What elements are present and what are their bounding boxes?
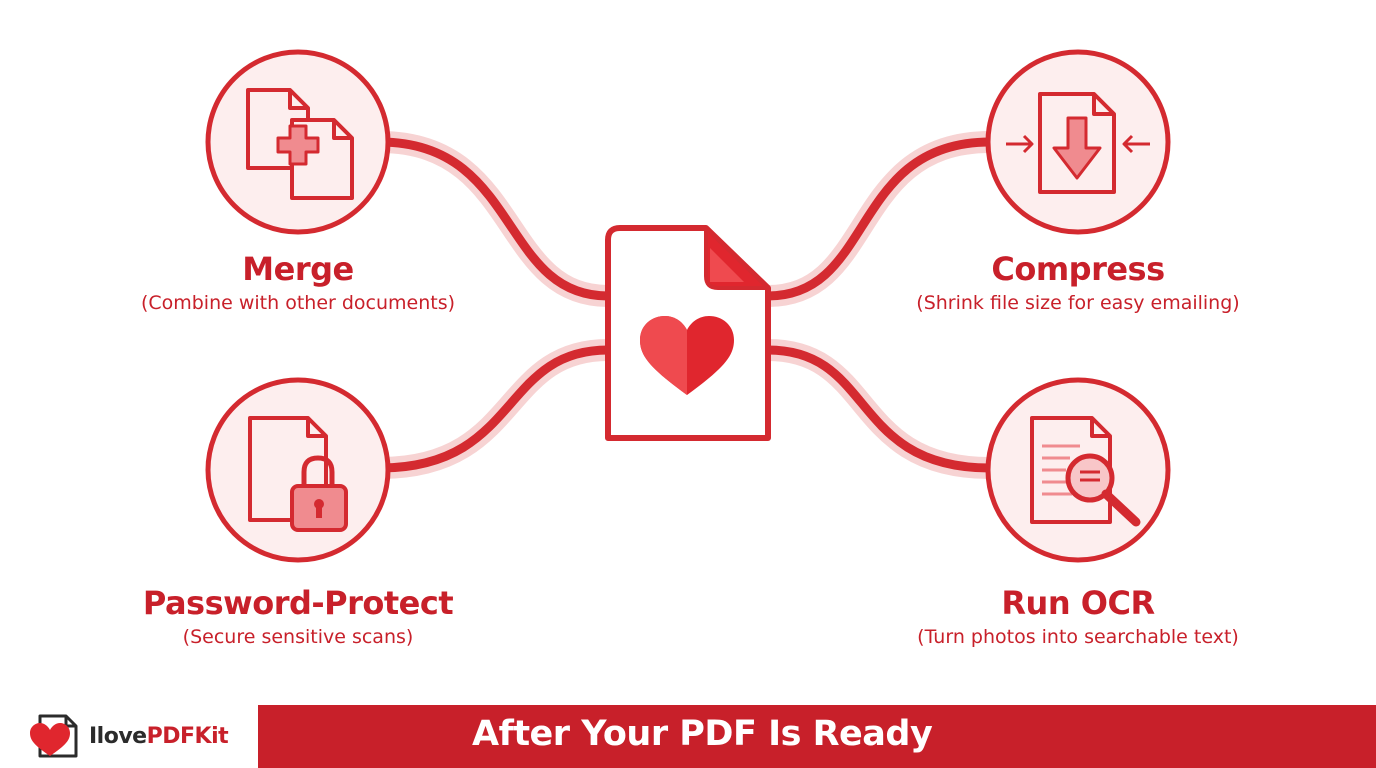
- merge-title: Merge: [242, 250, 354, 288]
- connector-lines: [375, 137, 995, 473]
- connector-merge: [375, 137, 613, 301]
- compress-file-icon: [1006, 92, 1150, 194]
- compress-title: Compress: [991, 250, 1165, 288]
- compress-node-circle: [985, 49, 1171, 235]
- ocr-title: Run OCR: [1001, 584, 1155, 622]
- merge-files-icon: [246, 88, 354, 200]
- footer-title: After Your PDF Is Ready: [472, 714, 933, 754]
- footer-banner: After Your PDF Is Ready: [258, 705, 1376, 768]
- password-subtitle: (Secure sensitive scans): [182, 626, 414, 648]
- merge-node-circle: [205, 49, 391, 235]
- ocr-node-circle: [985, 377, 1171, 563]
- brand-heart-icon: [30, 714, 78, 758]
- connector-ocr: [763, 345, 995, 473]
- connector-compress: [763, 137, 995, 301]
- merge-subtitle: (Combine with other documents): [140, 292, 456, 314]
- brand-prefix: Ilove: [89, 724, 147, 749]
- connector-password: [375, 345, 613, 473]
- brand-name: IlovePDFKit: [89, 724, 229, 749]
- ocr-subtitle: (Turn photos into searchable text): [917, 626, 1239, 648]
- brand-suffix: PDFKit: [146, 724, 229, 749]
- file-lock-icon: [248, 416, 348, 532]
- password-node-circle: [205, 377, 391, 563]
- pdf-heart-icon: [605, 225, 771, 441]
- ocr-search-icon: [1030, 416, 1141, 527]
- password-title: Password-Protect: [142, 584, 454, 622]
- compress-subtitle: (Shrink file size for easy emailing): [916, 292, 1240, 314]
